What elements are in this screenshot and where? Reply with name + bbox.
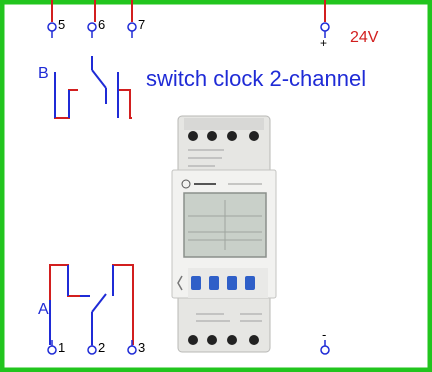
terminal-label-2: 2 — [98, 340, 106, 355]
switch-clock-device — [171, 115, 277, 353]
supply-voltage-label: 24V — [350, 29, 379, 46]
channel-b-switch — [54, 56, 119, 118]
channel-a-label: A — [38, 301, 49, 318]
terminal-2 — [87, 345, 97, 355]
terminal-minus — [320, 345, 330, 355]
terminal-label-1: 1 — [58, 340, 66, 355]
channel-a-switch — [49, 265, 114, 345]
terminal-plus — [320, 22, 330, 32]
terminal-1 — [47, 345, 57, 355]
terminal-label-6: 6 — [98, 17, 106, 32]
terminal-6 — [87, 22, 97, 32]
channel-b-label: B — [38, 65, 49, 82]
plus-symbol: + — [320, 36, 328, 50]
top-screw-terminals — [184, 118, 264, 141]
terminal-label-5: 5 — [58, 17, 66, 32]
terminal-3 — [127, 345, 137, 355]
terminal-5 — [47, 22, 57, 32]
minus-symbol: - — [322, 327, 327, 342]
bottom-screw-terminals — [188, 335, 259, 345]
control-buttons — [177, 268, 268, 298]
brand-logo — [181, 179, 262, 189]
terminal-7 — [127, 22, 137, 32]
diagram-title: switch clock 2-channel — [146, 66, 367, 91]
terminal-label-3: 3 — [138, 340, 146, 355]
terminal-label-7: 7 — [138, 17, 146, 32]
